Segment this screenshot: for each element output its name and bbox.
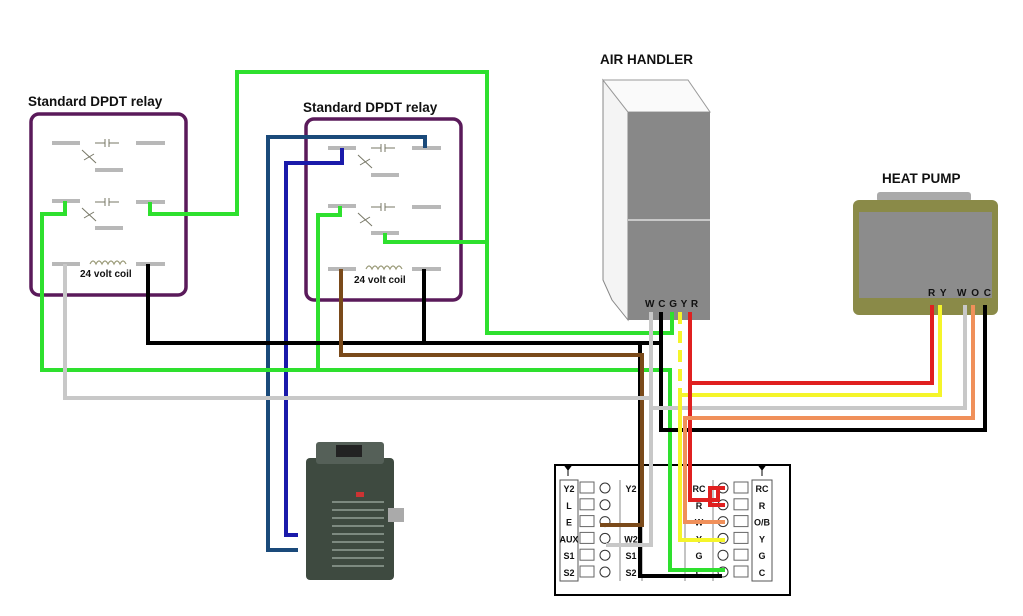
wire-yellow	[678, 305, 942, 542]
wire-navy	[266, 135, 427, 552]
terminal-screw-icon	[599, 549, 611, 561]
wire-gray-hp	[651, 305, 967, 410]
wire-brown	[339, 269, 644, 527]
relay-right-title: Standard DPDT relay	[303, 100, 438, 115]
terminal-slot	[733, 548, 749, 561]
terminal-label: G	[758, 551, 765, 561]
wire-green-relay2-left	[316, 206, 342, 370]
terminal-label: O/B	[754, 518, 771, 528]
wires	[40, 70, 987, 578]
terminal-label: R	[696, 501, 703, 511]
terminal-slot	[733, 515, 749, 528]
terminal-slot	[579, 531, 595, 544]
terminal-label: AUX	[559, 534, 578, 544]
terminal-label: R	[759, 501, 766, 511]
terminal-label: S2	[563, 568, 574, 578]
wire-green-relay2	[383, 233, 487, 244]
terminal-slot	[733, 531, 749, 544]
relay-right: Standard DPDT relay 24 volt coil	[303, 100, 463, 302]
heat-pump-terminals-ry: R Y	[928, 288, 948, 299]
wire-gray-w	[606, 312, 653, 547]
terminal-label: G	[695, 551, 702, 561]
terminal-label: S2	[625, 568, 636, 578]
terminal-label: L	[566, 501, 572, 511]
wire-red-jumper	[708, 486, 725, 507]
terminal-slot	[579, 498, 595, 511]
terminal-label: RC	[756, 484, 769, 494]
wire-black-coil	[146, 264, 660, 345]
relay-left-title: Standard DPDT relay	[28, 94, 163, 109]
terminal-label: S1	[563, 551, 574, 561]
terminal-label: C	[759, 568, 766, 578]
wire-gray-coil	[63, 264, 651, 400]
wire-blue	[284, 148, 344, 537]
terminal-label: E	[566, 518, 572, 528]
air-handler: AIR HANDLER W C G Y R	[600, 52, 711, 322]
terminal-slot	[579, 515, 595, 528]
relay-right-coil-label: 24 volt coil	[354, 275, 406, 286]
wire-green-main	[40, 201, 725, 572]
terminal-label: Y2	[563, 484, 574, 494]
heat-pump-terminals-woc: W O C	[957, 288, 992, 299]
terminal-slot	[579, 548, 595, 561]
terminal-screw-icon	[599, 566, 611, 578]
boiler-unit	[306, 442, 404, 580]
terminal-slot	[733, 498, 749, 511]
wire-black-c	[659, 305, 987, 432]
terminal-screw-icon	[717, 549, 729, 561]
wire-green-top	[148, 70, 674, 335]
terminal-slot	[579, 565, 595, 578]
terminal-label: RC	[693, 484, 706, 494]
terminal-label: S1	[625, 551, 636, 561]
terminal-slot	[733, 565, 749, 578]
heat-pump: HEAT PUMP R Y W O C	[853, 171, 998, 315]
terminal-screw-icon	[599, 499, 611, 511]
wire-orange	[683, 305, 975, 524]
terminal-screw-icon	[599, 482, 611, 494]
heat-pump-title: HEAT PUMP	[882, 171, 961, 186]
terminal-slot	[579, 481, 595, 494]
terminal-slot	[733, 481, 749, 494]
relay-left-coil-label: 24 volt coil	[80, 269, 132, 280]
relay-left: Standard DPDT relay 24 volt coil	[28, 94, 188, 297]
terminal-label: Y	[759, 534, 765, 544]
terminal-screw-icon	[599, 532, 611, 544]
air-handler-title: AIR HANDLER	[600, 52, 693, 67]
wire-red	[688, 305, 934, 502]
terminal-label: C	[696, 568, 703, 578]
terminal-label: W2	[624, 534, 638, 544]
terminal-label: Y2	[625, 484, 636, 494]
air-handler-terminals: W C G Y R	[645, 299, 699, 310]
